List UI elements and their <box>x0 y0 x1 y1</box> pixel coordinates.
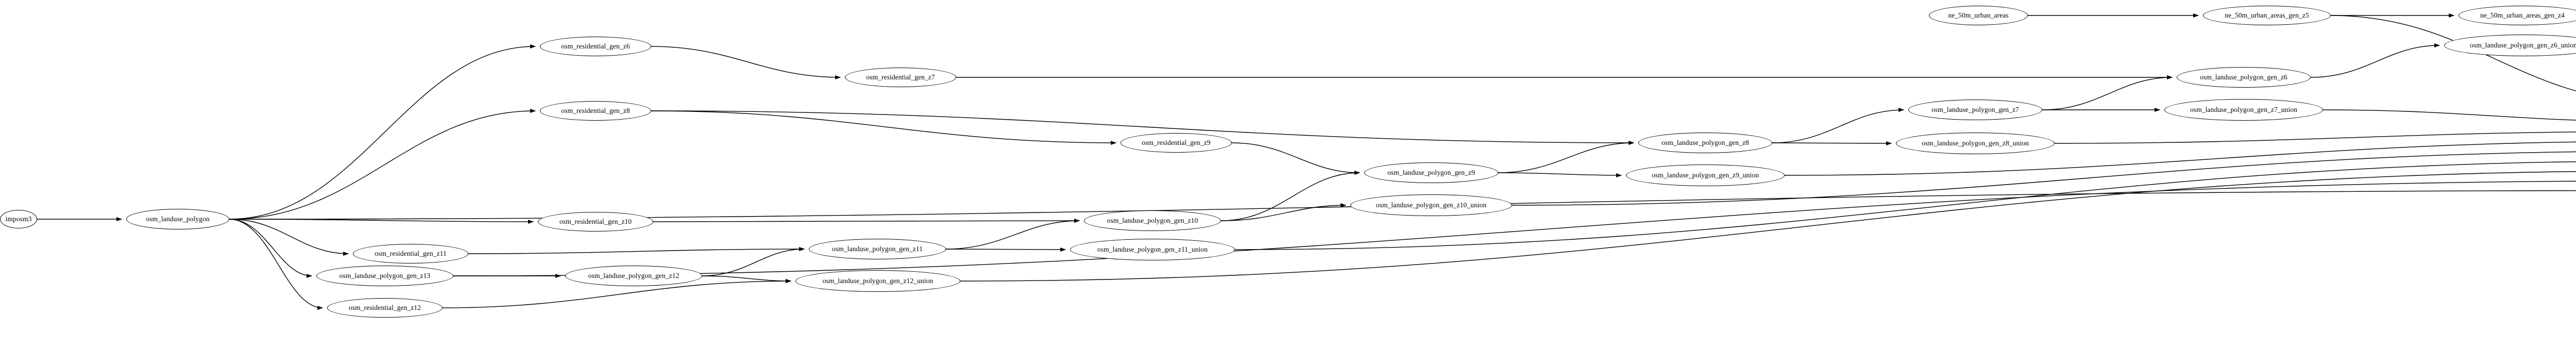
graph-node-label: osm_landuse_polygon_gen_z6 <box>2200 73 2287 81</box>
graph-edge <box>2054 131 2576 144</box>
graph-node-ne-50m-urban-areas-gen-z5[interactable]: ne_50m_urban_areas_gen_z5 <box>2203 6 2331 25</box>
graph-node-osm-landuse-polygon-gen-z9[interactable]: osm_landuse_polygon_gen_z9 <box>1364 162 1498 183</box>
graph-node-osm-landuse-polygon-gen-z6[interactable]: osm_landuse_polygon_gen_z6 <box>2177 67 2311 88</box>
graph-node-label: osm_residential_gen_z11 <box>375 250 447 257</box>
graph-node-osm-landuse-polygon-gen-z9-union[interactable]: osm_landuse_polygon_gen_z9_union <box>1626 164 1785 186</box>
graph-node-osm-landuse-polygon-gen-z8-union[interactable]: osm_landuse_polygon_gen_z8_union <box>1896 133 2055 154</box>
graph-edge <box>2042 75 2173 110</box>
graph-node-osm-residential-gen-z12[interactable]: osm_residential_gen_z12 <box>327 298 443 318</box>
graph-node-label: osm_landuse_polygon_gen_z10_union <box>1376 201 1487 209</box>
graph-node-label: osm_residential_gen_z7 <box>866 73 935 81</box>
graph-node-osm-landuse-polygon-gen-z12[interactable]: osm_landuse_polygon_gen_z12 <box>565 266 702 286</box>
graph-edge <box>945 219 1080 250</box>
graph-edge <box>229 44 536 220</box>
graph-node-imposm3[interactable]: imposm3 <box>0 210 37 228</box>
graph-edge <box>2323 109 2576 121</box>
graph-edge <box>945 247 1066 252</box>
graph-node-label: osm_landuse_polygon_gen_z8_union <box>1922 139 2029 147</box>
graph-node-osm-landuse-polygon-gen-z8[interactable]: osm_landuse_polygon_gen_z8 <box>1638 133 1772 153</box>
graph-node-label: osm_landuse_polygon_gen_z12 <box>588 272 680 279</box>
graph-edge <box>2310 43 2440 78</box>
graph-node-osm-landuse-polygon-gen-z6-union[interactable]: osm_landuse_polygon_gen_z6_union <box>2444 35 2576 56</box>
graph-edge <box>651 110 1116 145</box>
graph-edge <box>1498 141 1634 173</box>
graph-node-osm-residential-gen-z11[interactable]: osm_residential_gen_z11 <box>353 244 468 264</box>
graph-edge <box>453 180 2576 276</box>
graph-edge <box>702 247 805 276</box>
graph-node-label: osm_residential_gen_z10 <box>559 218 632 225</box>
graph-edge <box>229 109 536 220</box>
graph-edge <box>702 275 791 283</box>
graph-edge <box>1231 142 1360 175</box>
graph-edge <box>229 219 312 278</box>
graph-node-osm-residential-gen-z8[interactable]: osm_residential_gen_z8 <box>540 101 651 121</box>
graph-edge <box>651 46 841 79</box>
graph-node-label: ne_50m_urban_areas <box>1948 11 2009 19</box>
graph-node-osm-landuse-polygon-gen-z10[interactable]: osm_landuse_polygon_gen_z10 <box>1084 210 1221 231</box>
graph-node-label: osm_landuse_polygon_gen_z11_union <box>1097 245 1208 253</box>
graph-node-osm-landuse-polygon[interactable]: osm_landuse_polygon <box>126 209 229 229</box>
graph-node-label: osm_landuse_polygon_gen_z8 <box>1662 139 1749 146</box>
graph-node-osm-landuse-polygon-gen-z10-union[interactable]: osm_landuse_polygon_gen_z10_union <box>1350 194 1512 216</box>
graph-node-osm-landuse-polygon-gen-z11[interactable]: osm_landuse_polygon_gen_z11 <box>809 239 946 259</box>
graph-edge <box>653 219 1080 223</box>
graph-node-label: osm_landuse_polygon_gen_z12_union <box>822 277 934 285</box>
graph-node-label: osm_landuse_polygon_gen_z9_union <box>1652 171 1759 179</box>
graph-edge <box>468 247 805 254</box>
graph-node-label: imposm3 <box>5 215 32 223</box>
graph-edge <box>1221 171 1360 221</box>
graph-node-label: osm_residential_gen_z9 <box>1142 139 1211 146</box>
graph-node-osm-landuse-polygon-gen-z7-union[interactable]: osm_landuse_polygon_gen_z7_union <box>2164 99 2323 121</box>
graph-node-label: osm_landuse_polygon_gen_z6_union <box>2470 41 2576 49</box>
graph-node-osm-landuse-polygon-gen-z7[interactable]: osm_landuse_polygon_gen_z7 <box>1908 100 2042 120</box>
graph-node-label: osm_landuse_polygon_gen_z11 <box>832 245 923 253</box>
graph-node-ne-50m-urban-areas-gen-z4[interactable]: ne_50m_urban_areas_gen_z4 <box>2459 6 2576 25</box>
graph-node-label: osm_residential_gen_z12 <box>348 304 421 311</box>
graph-edge <box>2330 15 2576 92</box>
graph-node-label: osm_landuse_polygon_gen_z7_union <box>2190 106 2297 113</box>
graph-edge <box>229 219 534 224</box>
graph-node-osm-residential-gen-z6[interactable]: osm_residential_gen_z6 <box>540 37 651 56</box>
graph-node-osm-landuse-polygon-gen-z12-union[interactable]: osm_landuse_polygon_gen_z12_union <box>795 270 960 292</box>
graph-node-osm-landuse-polygon-gen-z13[interactable]: osm_landuse_polygon_gen_z13 <box>316 266 453 286</box>
graph-node-ne-50m-urban-areas[interactable]: ne_50m_urban_areas <box>1929 6 2028 25</box>
graph-edge <box>1772 108 1904 143</box>
graph-edge <box>229 219 349 256</box>
graph-node-label: osm_landuse_polygon_gen_z13 <box>339 272 431 279</box>
graph-node-label: osm_landuse_polygon_gen_z7 <box>1931 106 2019 113</box>
graph-node-label: osm_residential_gen_z8 <box>561 107 630 114</box>
graph-node-label: osm_landuse_polygon_gen_z9 <box>1387 169 1475 176</box>
graph-node-osm-residential-gen-z9[interactable]: osm_residential_gen_z9 <box>1121 133 1232 153</box>
graph-edge <box>1498 172 1622 177</box>
graph-edge <box>229 219 323 310</box>
graph-node-label: ne_50m_urban_areas_gen_z5 <box>2225 11 2309 19</box>
graph-node-label: osm_landuse_polygon_gen_z10 <box>1107 217 1198 224</box>
graph-node-label: ne_50m_urban_areas_gen_z4 <box>2480 11 2565 19</box>
graph-node-label: osm_landuse_polygon <box>146 215 210 223</box>
graph-node-osm-landuse-polygon-gen-z11-union[interactable]: osm_landuse_polygon_gen_z11_union <box>1070 239 1235 260</box>
graph-node-label: osm_residential_gen_z6 <box>561 42 630 50</box>
graph-node-osm-residential-gen-z7[interactable]: osm_residential_gen_z7 <box>845 68 956 87</box>
graph-node-osm-residential-gen-z10[interactable]: osm_residential_gen_z10 <box>538 212 653 232</box>
graph-edge <box>1221 203 1346 221</box>
